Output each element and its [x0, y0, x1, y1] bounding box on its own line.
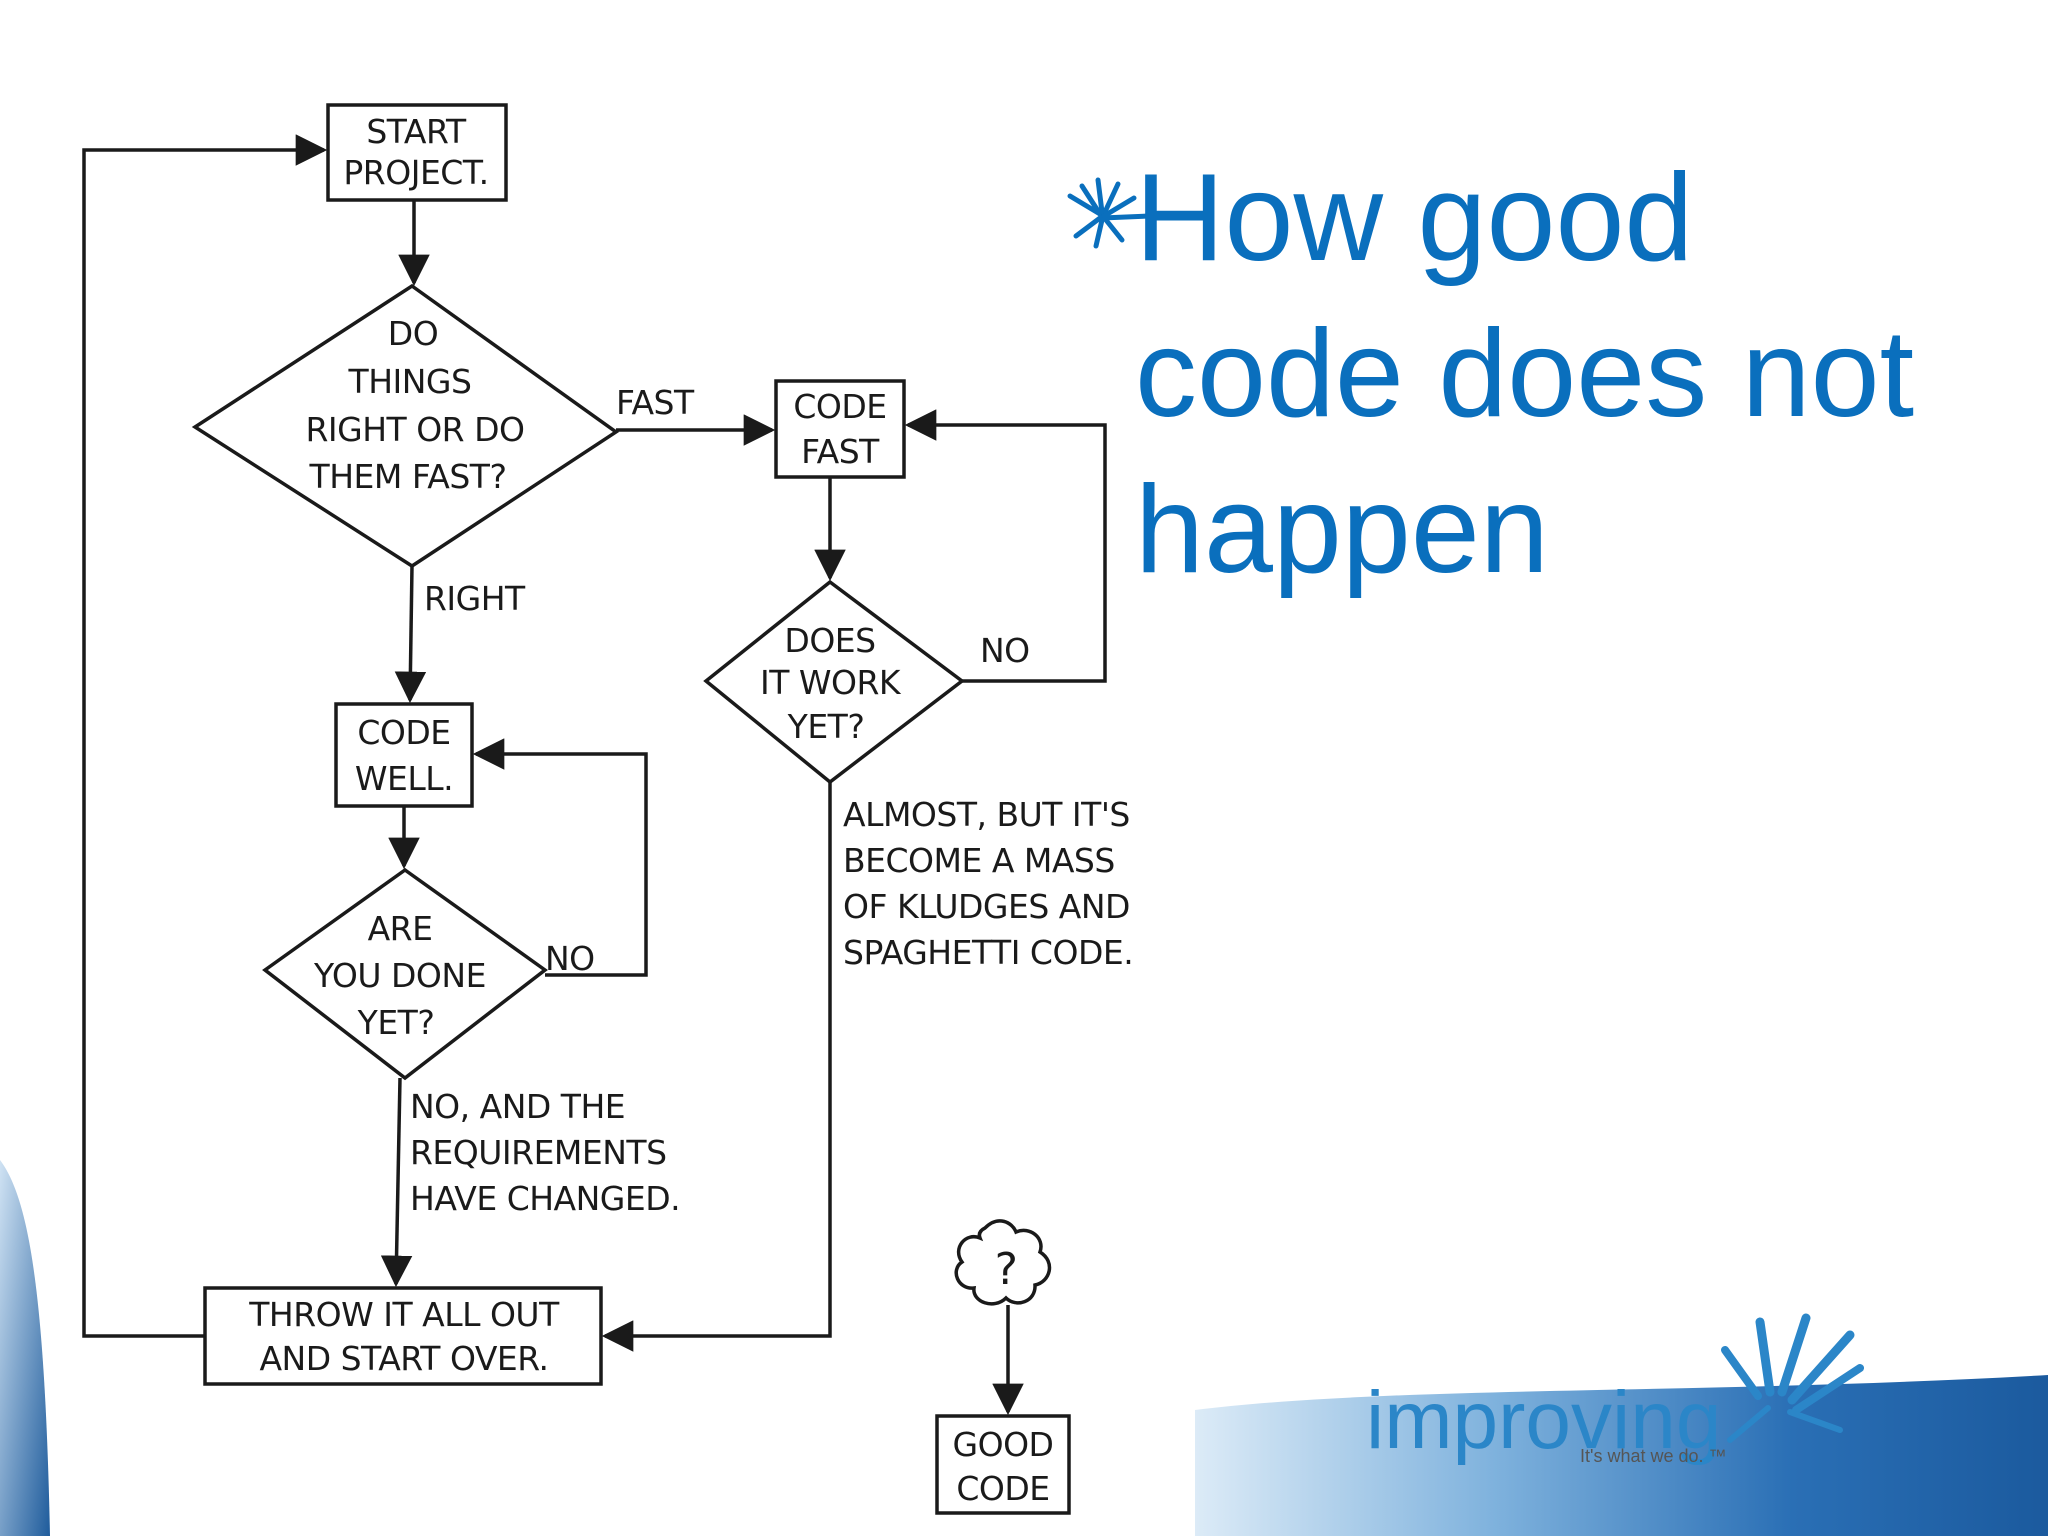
label-changed-2: REQUIREMENTS [410, 1133, 667, 1172]
title-line-1: How good [1135, 149, 1694, 287]
node-texts: START PROJECT. DO THINGS RIGHT OR DO THE… [248, 112, 1054, 1508]
done-line-1: ARE [368, 909, 433, 948]
works-line-1: DOES [784, 621, 875, 660]
cloud-question-mark: ? [995, 1244, 1018, 1295]
logo-tagline: It's what we do. ™ [1580, 1446, 1727, 1466]
question-cloud [954, 1219, 1052, 1306]
logo-starburst-icon [1721, 1313, 1864, 1443]
start-line-1: START [366, 112, 467, 151]
label-almost-1: ALMOST, BUT IT'S [843, 795, 1130, 834]
title-line-3: happen [1135, 461, 1549, 599]
flowchart [82, 103, 1107, 1515]
works-line-2: IT WORK [760, 663, 902, 702]
starburst-bullet-icon [1067, 177, 1153, 249]
edge-labels: FAST RIGHT NO NO ALMOST, BUT IT'S BECOME… [410, 383, 1134, 1218]
are-you-done-decision [262, 867, 548, 1081]
decide-line-4: THEM FAST? [309, 457, 507, 496]
works-line-3: YET? [787, 707, 865, 746]
edge-throw-to-start [82, 134, 328, 1338]
edge-almost-kludges [601, 782, 832, 1352]
start-line-2: PROJECT. [343, 153, 488, 192]
throw-line-1: THROW IT ALL OUT [248, 1295, 560, 1334]
edge-works-no-loop [904, 409, 1107, 683]
label-almost-2: BECOME A MASS [843, 841, 1115, 880]
slide-title: How good code does not happen [1135, 140, 2015, 608]
good-code-box [935, 1414, 1071, 1515]
edge-done-no-loop [472, 738, 648, 977]
edge-requirements-changed [380, 1077, 413, 1288]
good-code-line-1: GOOD [953, 1425, 1054, 1464]
improving-logo: improving It's what we do. ™ [1366, 1313, 1864, 1466]
logo-wordmark: improving [1366, 1375, 1721, 1466]
label-right: RIGHT [424, 579, 526, 618]
label-almost-3: OF KLUDGES AND [843, 887, 1130, 926]
start-project-box [326, 103, 508, 202]
title-line-2: code does not [1135, 305, 1915, 443]
bottom-wave-decoration [1195, 1375, 2048, 1536]
label-almost-4: SPAGHETTI CODE. [843, 933, 1133, 972]
throw-line-2: AND START OVER. [259, 1339, 548, 1378]
code-well-box [334, 702, 474, 808]
code-fast-line-1: CODE [793, 387, 886, 426]
code-well-line-1: CODE [357, 713, 450, 752]
good-code-line-2: CODE [956, 1469, 1049, 1508]
label-done-no: NO [545, 939, 595, 978]
done-line-3: YET? [357, 1003, 435, 1042]
label-changed-3: HAVE CHANGED. [410, 1179, 680, 1218]
decide-line-1: DO [388, 314, 438, 353]
code-well-line-2: WELL. [355, 759, 453, 798]
label-works-no: NO [980, 631, 1030, 670]
done-line-2: YOU DONE [313, 956, 486, 995]
decide-line-3: RIGHT OR DO [306, 410, 525, 449]
code-fast-line-2: FAST [801, 432, 880, 471]
left-wave-decoration [0, 1160, 50, 1536]
label-changed-1: NO, AND THE [410, 1087, 625, 1126]
decide-line-2: THINGS [348, 362, 472, 401]
label-fast: FAST [616, 383, 695, 422]
edge-right [394, 565, 427, 704]
code-fast-box [774, 379, 906, 479]
